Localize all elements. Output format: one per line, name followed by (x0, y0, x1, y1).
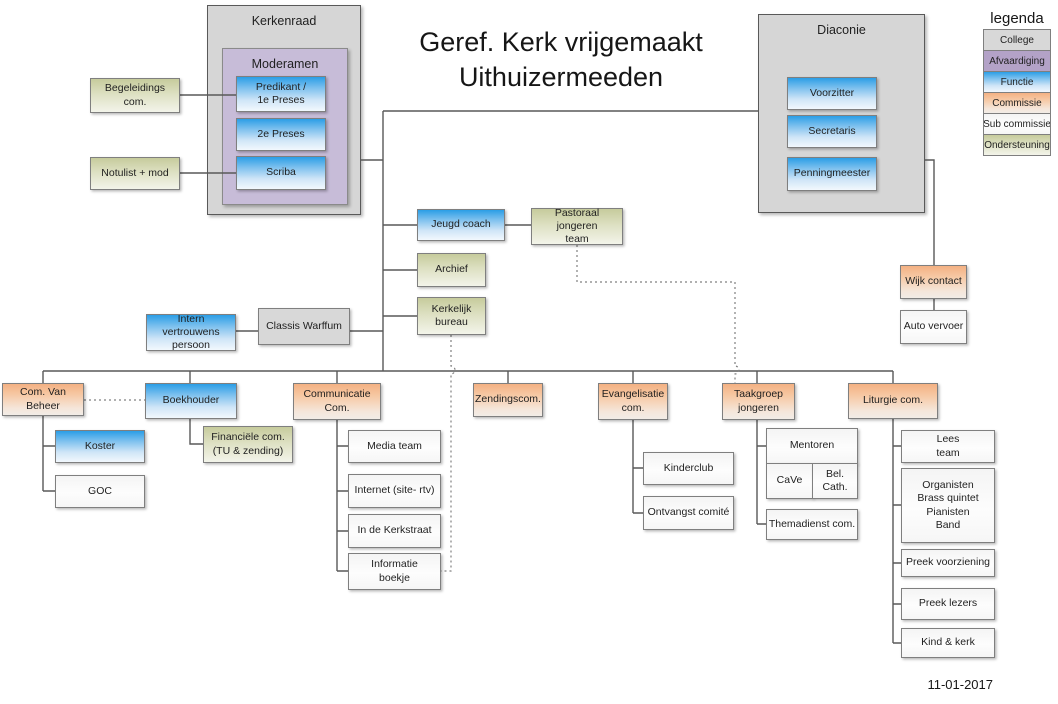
node-in-de-kerkstraat: In de Kerkstraat (348, 514, 441, 548)
legend-commissie: Commissie (983, 92, 1051, 114)
node-internet-site-rtv: Internet (site- rtv) (348, 474, 441, 508)
node-secretaris: Secretaris (787, 115, 877, 148)
node-penningmeester: Penningmeester (787, 157, 877, 191)
legend-afvaardiging: Afvaardiging (983, 50, 1051, 72)
node-notulist-mod: Notulist + mod (90, 157, 180, 190)
node-taakgroep-jongeren: Taakgroep jongeren (722, 383, 795, 420)
group-diaconie-label: Diaconie (817, 23, 866, 37)
node-lees-team: Lees team (901, 430, 995, 463)
node-2e-preses: 2e Preses (236, 118, 326, 151)
legend: legenda College Afvaardiging Functie Com… (983, 10, 1051, 156)
node-zendingscom: Zendingscom. (473, 383, 543, 417)
legend-functie: Functie (983, 71, 1051, 93)
date-label: 11-01-2017 (927, 677, 993, 692)
node-classis-warffum: Classis Warffum (258, 308, 350, 345)
node-boekhouder: Boekhouder (145, 383, 237, 419)
node-wijk-contact: Wijk contact (900, 265, 967, 299)
node-mentoren: Mentoren (766, 428, 858, 464)
node-kind-kerk: Kind & kerk (901, 628, 995, 658)
legend-sub-commissie: Sub commissie (983, 113, 1051, 135)
node-predikant-1e-preses: Predikant / 1e Preses (236, 76, 326, 112)
node-organisten: Organisten Brass quintet Pianisten Band (901, 468, 995, 543)
page-title: Geref. Kerk vrijgemaakt Uithuizermeeden (390, 25, 732, 95)
node-jeugd-coach: Jeugd coach (417, 209, 505, 241)
legend-college: College (983, 29, 1051, 51)
page-title-line2: Uithuizermeeden (458, 62, 664, 92)
node-begeleidings-com: Begeleidings com. (90, 78, 180, 113)
node-koster: Koster (55, 430, 145, 463)
node-kinderclub: Kinderclub (643, 452, 734, 485)
node-archief: Archief (417, 253, 486, 287)
node-media-team: Media team (348, 430, 441, 463)
group-moderamen-label: Moderamen (251, 57, 319, 71)
legend-ondersteuning: Ondersteuning (983, 134, 1051, 156)
node-evangelisatie-com: Evangelisatie com. (598, 383, 668, 420)
group-kerkenraad-label: Kerkenraad (251, 14, 317, 28)
node-scriba: Scriba (236, 156, 326, 190)
node-voorzitter: Voorzitter (787, 77, 877, 110)
legend-title: legenda (990, 10, 1044, 27)
page-title-line1: Geref. Kerk vrijgemaakt (419, 27, 703, 57)
node-informatie-boekje: Informatie boekje (348, 553, 441, 590)
node-bel-cath: Bel. Cath. (812, 463, 858, 499)
node-financiele-com: Financiële com. (TU & zending) (203, 426, 293, 463)
node-auto-vervoer: Auto vervoer (900, 310, 967, 344)
node-preek-voorziening: Preek voorziening (901, 549, 995, 577)
node-kerkelijk-bureau: Kerkelijk bureau (417, 297, 486, 335)
node-goc: GOC (55, 475, 145, 508)
node-pastoraal-jongeren-team: Pastoraal jongeren team (531, 207, 623, 245)
node-intern-vertrouwens-persoon: Intern vertrouwens persoon (146, 313, 236, 351)
node-com-van-beheer: Com. Van Beheer (2, 383, 84, 416)
node-communicatie-com: Communicatie Com. (293, 383, 381, 420)
node-ontvangst-comite: Ontvangst comité (643, 496, 734, 530)
node-cave: CaVe (766, 463, 813, 499)
node-themadienst-com: Themadienst com. (766, 509, 858, 540)
node-preek-lezers: Preek lezers (901, 588, 995, 620)
node-liturgie-com: Liturgie com. (848, 383, 938, 419)
